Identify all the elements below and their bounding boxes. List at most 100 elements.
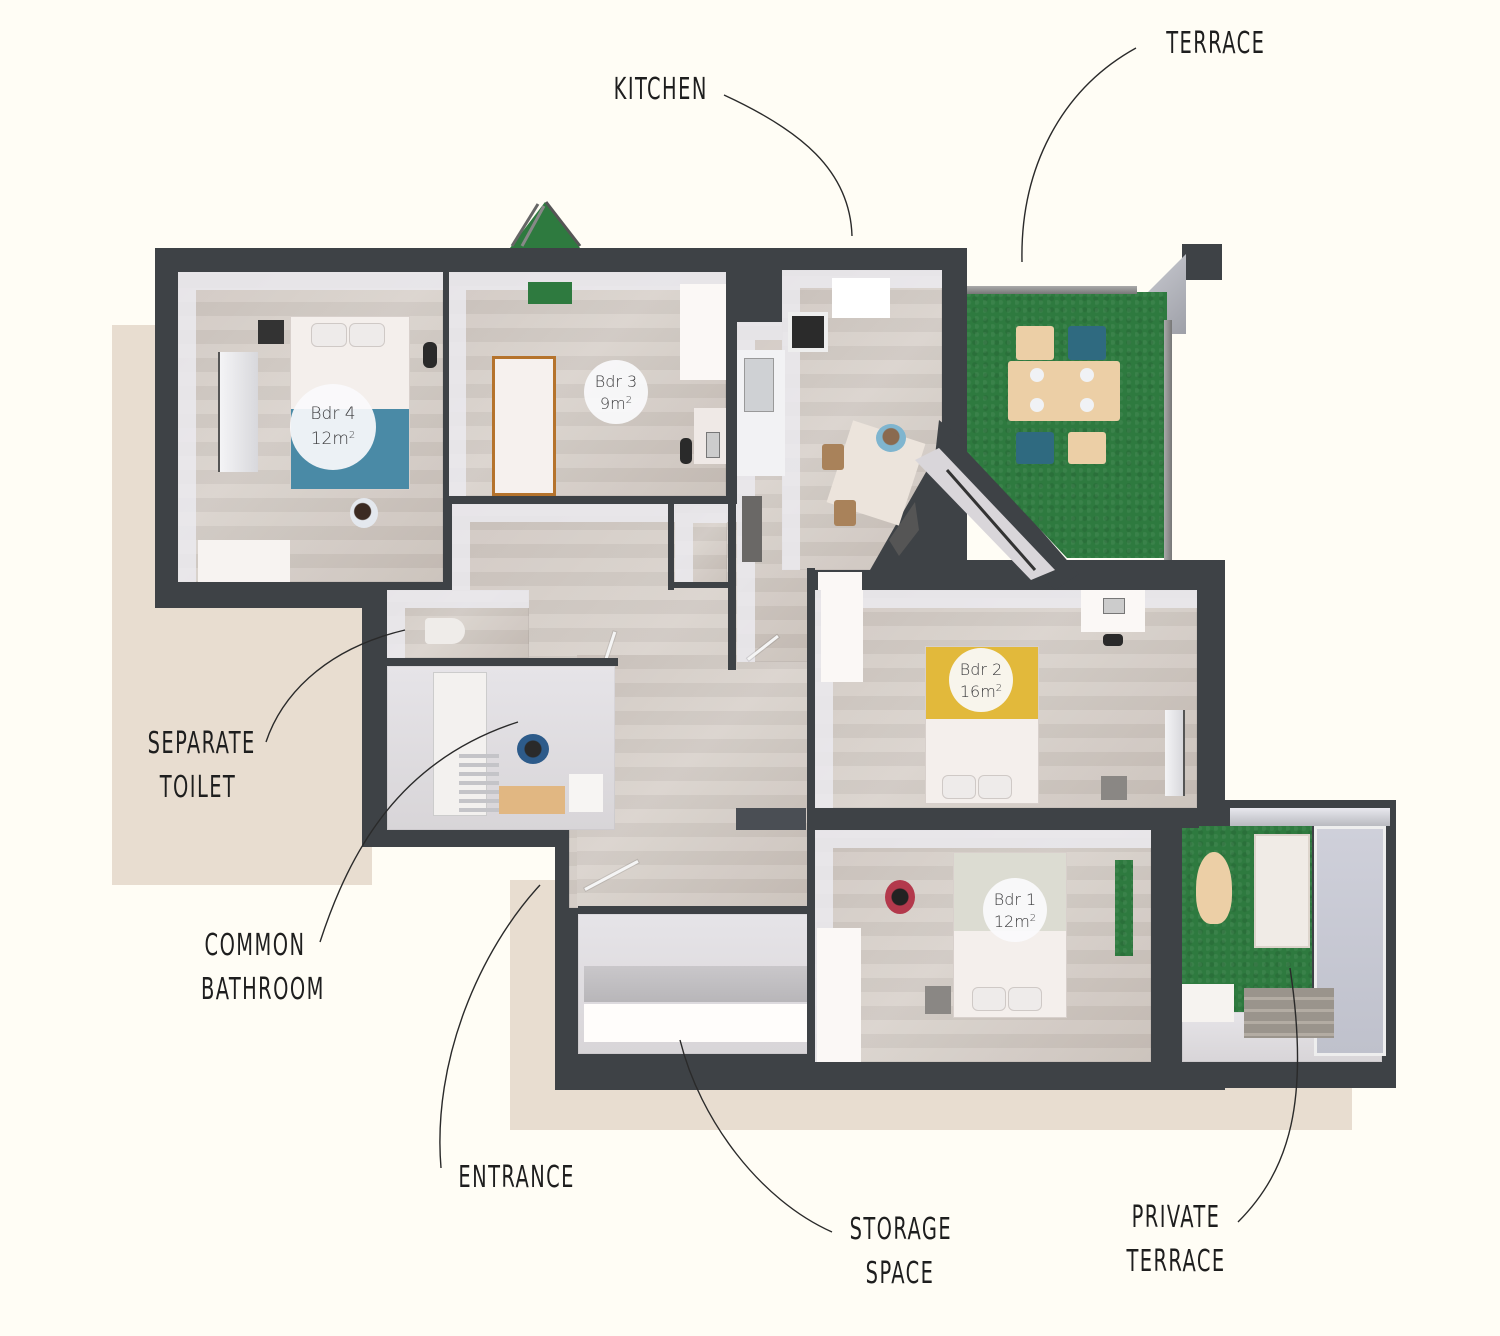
window-planter [1115,860,1133,956]
sink [744,358,774,412]
desk-chair [423,342,437,368]
laptop [1103,598,1125,614]
wardrobe [198,540,290,582]
terrace-chair-wood [1068,432,1106,464]
person-figure [517,734,549,764]
room-name: Bdr 1 [993,889,1037,909]
closet-small[interactable] [675,505,727,583]
wall [443,270,449,582]
room-badge-bdr4: Bdr 4 12m2 [290,384,376,470]
terrace-chair-wood [1016,326,1054,360]
room-name: Bdr 3 [594,371,638,391]
window-bdr2 [1165,710,1185,796]
storage-cabinet [584,966,808,1002]
label-kitchen: KITCHEN [613,72,708,107]
room-badge-bdr1: Bdr 1 12m2 [983,878,1047,942]
person-figure [885,880,915,914]
cooktop [788,312,828,352]
pillow [972,987,1006,1011]
label-line: STORAGE [849,1212,953,1247]
room-bedroom-2[interactable]: Bdr 2 16m2 [815,590,1197,808]
wardrobe [680,284,726,380]
room-badge-bdr3: Bdr 3 9m2 [584,360,648,424]
terrace-table [1008,361,1120,421]
label-line: PRIVATE [1131,1200,1221,1235]
laptop [706,432,720,458]
wall [378,658,618,666]
kitchen-wall [728,320,736,670]
room-badge-bdr2: Bdr 2 16m2 [949,648,1013,712]
nightstand [925,986,951,1014]
room-bedroom-1[interactable]: Bdr 1 12m2 [815,830,1151,1062]
towel-rail [459,754,499,816]
terrace-railing [967,286,1137,294]
label-separate-toilet: SEPARATE TOILET [147,722,256,810]
terrace-chair-blue [1068,326,1106,360]
kitchen-chair [834,500,856,526]
side-table [1196,852,1232,924]
plate [1030,398,1044,412]
vanity [499,786,565,814]
bay-window [508,200,582,248]
fridge [832,278,890,318]
room-area: 12m2 [310,429,356,449]
plate [1030,368,1044,382]
terrace-railing-right [1164,320,1172,560]
hall-cabinet [742,496,762,562]
room-common-bathroom[interactable] [387,666,615,830]
storage-shelf [584,1004,808,1042]
sofa [1254,834,1310,948]
room-name: Bdr 4 [310,404,356,424]
plate [1080,368,1094,382]
wall [807,568,815,1063]
nightstand [258,320,284,344]
hall-divider [736,808,806,830]
glass-screen [1314,826,1386,1056]
wardrobe [821,590,863,682]
label-line: BATHROOM [201,972,325,1007]
label-entrance: ENTRANCE [458,1160,575,1195]
wall [578,906,810,914]
label-line: TERRACE [1126,1244,1226,1279]
room-area: 12m2 [993,911,1037,931]
label-common-bathroom: COMMON BATHROOM [201,924,325,1012]
terrace-chair-blue [1016,432,1054,464]
closet-wall [668,500,674,590]
label-line: COMMON [204,928,306,963]
room-area: 16m2 [959,681,1003,701]
room-bedroom-4[interactable]: Bdr 4 12m2 [178,272,443,582]
desk-chair [1103,634,1123,646]
pillow [311,323,347,347]
label-line: SPACE [865,1256,935,1291]
person-figure [350,498,378,528]
washing-machine [569,774,603,812]
single-bed [492,356,556,496]
diagonal-wall [855,420,1085,590]
pergola-beam [1230,808,1390,826]
desk-chair [680,438,692,464]
wardrobe [817,928,861,1062]
pillow [349,323,385,347]
storage-box [1182,984,1234,1022]
terrace-pillar [1182,244,1222,280]
hallway-lower[interactable] [577,655,809,907]
label-private-terrace: PRIVATE TERRACE [1126,1196,1227,1284]
room-separate-toilet[interactable] [387,590,529,658]
label-line: SEPARATE [147,726,256,761]
label-storage-space: STORAGE SPACE [850,1208,951,1296]
room-area: 9m2 [599,393,633,413]
nightstand [1101,776,1127,800]
wall [1151,828,1181,1064]
wall [815,808,1199,828]
label-terrace: TERRACE [1166,26,1266,61]
window-bdr3 [528,282,572,304]
person-figure [876,424,906,452]
window-bdr4 [218,352,258,472]
closet-wall-bottom [668,582,732,588]
room-name: Bdr 2 [959,659,1003,679]
room-bedroom-3[interactable]: Bdr 3 9m2 [448,272,726,496]
pillow [978,775,1012,799]
room-storage-space[interactable] [578,914,808,1054]
label-line: TOILET [159,770,237,805]
toilet [425,618,465,644]
